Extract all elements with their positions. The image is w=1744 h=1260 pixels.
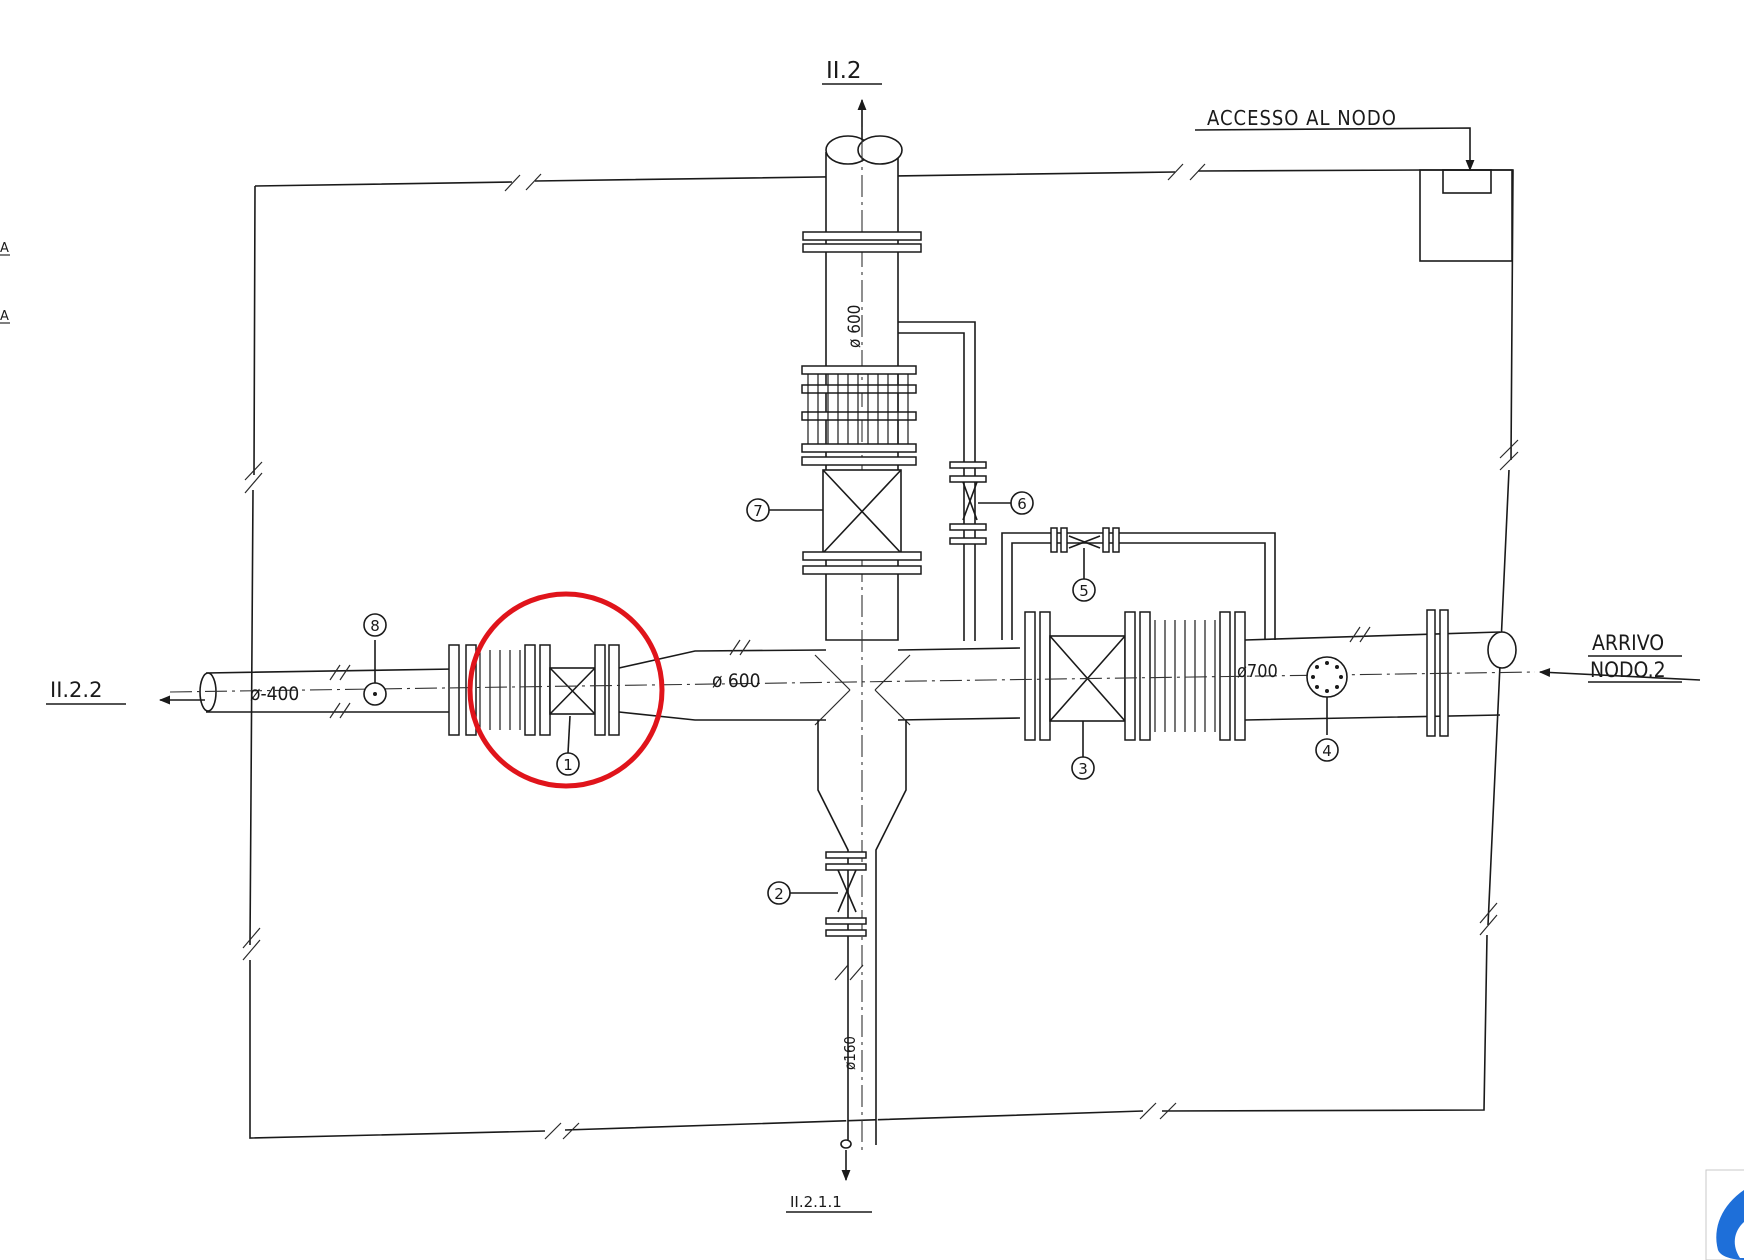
diameter-main-center: ø 600 [712,670,761,692]
finned-block-top [801,365,917,466]
left-outlet-label: II.2.2 [50,678,102,702]
diameter-bottom-pipe: ø160 [841,1036,859,1070]
bypass-line-5 [1001,527,1276,640]
callout-3: 3 [1071,721,1095,780]
callout-5-number: 5 [1079,582,1089,600]
bypass-line-6 [898,321,987,641]
flame-logo-icon [1705,1169,1744,1260]
diameter-vertical-top: ø 600 [845,305,865,348]
margin-marks: A A [0,241,10,324]
instrument-8 [363,640,387,706]
top-outlet-label: II.2 [826,58,862,84]
callout-7: 7 [746,498,823,522]
vertical-main-pipe [801,98,922,1150]
highlight-circle [467,591,665,789]
margin-mark-2: A [0,309,9,324]
valve-7 [802,469,922,575]
diameter-right-pipe: ø700 [1237,661,1278,682]
callout-3-number: 3 [1078,760,1088,778]
instrument-4 [1306,656,1348,735]
horizontal-main-pipe [158,609,1536,741]
callout-8-number: 8 [370,617,380,635]
callout-1-number: 1 [563,756,573,774]
callout-7-number: 7 [753,502,763,520]
callout-1: 1 [556,715,580,776]
valve-2 [825,851,867,937]
callout-2: 2 [767,881,838,905]
arrival-label-1: ARRIVO [1592,631,1664,655]
callout-4-number: 4 [1322,742,1332,760]
valve-3 [1024,611,1136,741]
valve-1 [549,644,620,736]
bottom-branch-pipe [817,720,907,1182]
arrival-arrow: ARRIVO NODO.2 [1538,631,1701,683]
access-label: ACCESSO AL NODO [1207,106,1397,130]
arrival-label-2: NODO.2 [1590,658,1666,682]
callout-4: 4 [1315,738,1339,762]
callout-5: 5 [1072,548,1096,602]
callout-2-number: 2 [774,885,784,903]
bottom-outlet-label: II.2.1.1 [790,1193,842,1211]
margin-mark-1: A [0,241,9,256]
callout-8: 8 [363,613,387,637]
callout-6: 6 [978,491,1034,515]
callout-6-number: 6 [1017,495,1027,513]
access-point: ACCESSO AL NODO [1194,106,1513,262]
diameter-left-pipe: ø-400 [250,683,299,705]
finned-block-left [448,644,551,736]
